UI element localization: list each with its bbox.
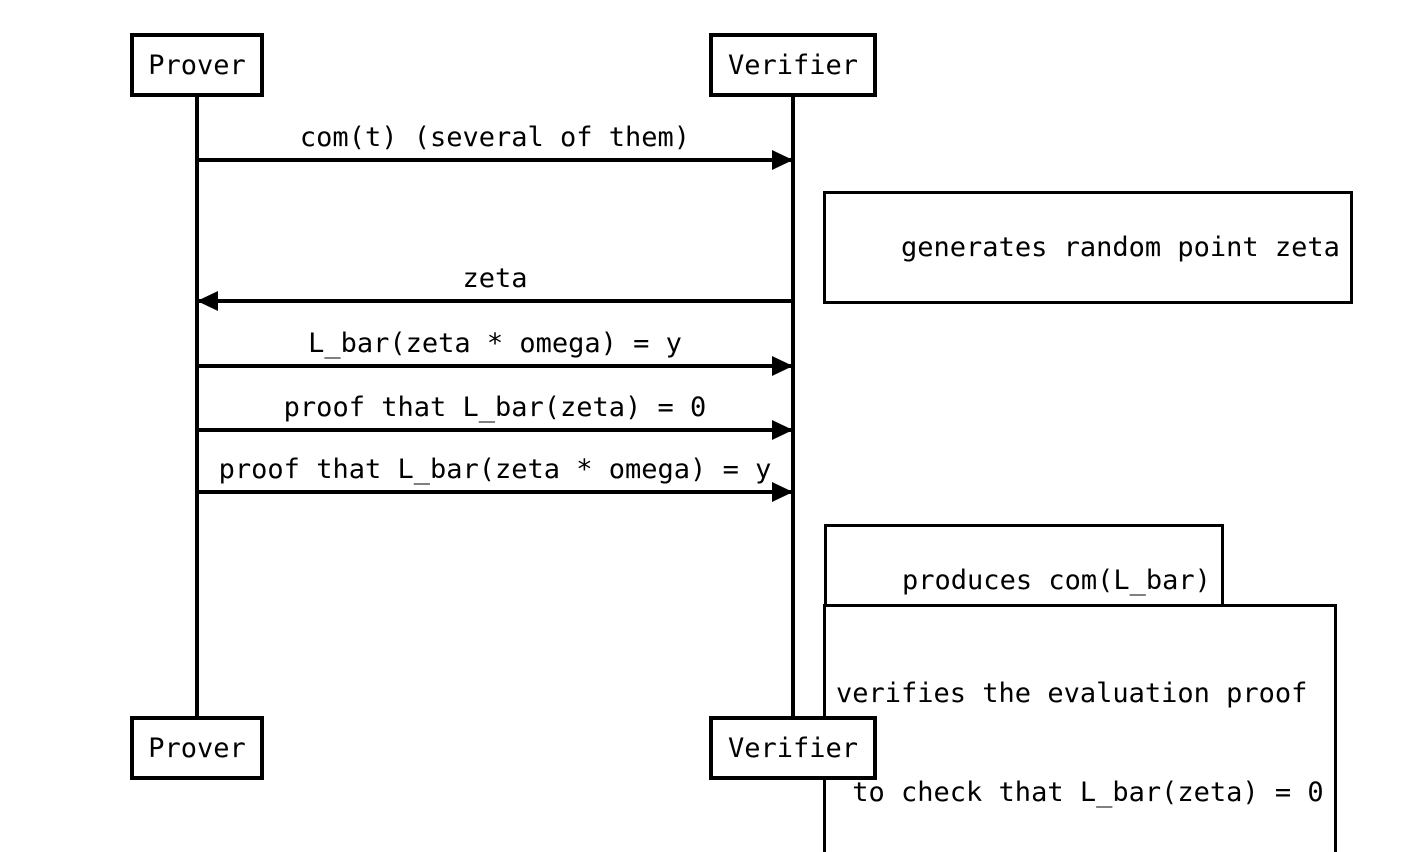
message-lbar-eval: L_bar(zeta * omega) = y <box>197 328 793 376</box>
note-text: produces com(L_bar) <box>902 565 1211 596</box>
message-label: proof that L_bar(zeta) = 0 <box>283 392 707 423</box>
arrowhead-left-icon <box>197 291 218 311</box>
note-text-line-1: verifies the evaluation proof <box>836 678 1308 709</box>
message-arrow-line <box>197 150 793 170</box>
note-verifies-evaluation-proof: verifies the evaluation proof to check t… <box>823 604 1337 852</box>
actor-box-verifier-top: Verifier <box>709 33 877 97</box>
message-arrow-line <box>197 356 793 376</box>
actor-label-verifier-bottom: Verifier <box>727 732 859 764</box>
message-label: com(t) (several of them) <box>299 122 691 153</box>
message-label: zeta <box>462 263 528 294</box>
arrowhead-right-icon <box>772 482 793 502</box>
prover-lifeline <box>195 97 199 716</box>
message-label: proof that L_bar(zeta * omega) = y <box>218 454 772 485</box>
actor-label-prover-bottom: Prover <box>148 732 246 764</box>
actor-label-prover-top: Prover <box>148 49 246 81</box>
arrowhead-right-icon <box>772 150 793 170</box>
message-proof-zeta-zero: proof that L_bar(zeta) = 0 <box>197 392 793 440</box>
verifier-lifeline <box>791 97 795 716</box>
actor-box-prover-top: Prover <box>130 33 264 97</box>
actor-label-verifier-top: Verifier <box>727 49 859 81</box>
actor-box-verifier-bottom: Verifier <box>709 716 877 780</box>
arrowhead-right-icon <box>772 420 793 440</box>
message-zeta: zeta <box>197 263 793 311</box>
note-text-line-2: to check that L_bar(zeta) = 0 <box>836 777 1324 808</box>
message-arrow-line <box>197 482 793 502</box>
message-com-t: com(t) (several of them) <box>197 122 793 170</box>
note-generates-zeta: generates random point zeta <box>823 191 1353 304</box>
message-arrow-line <box>197 291 793 311</box>
message-proof-zeta-omega: proof that L_bar(zeta * omega) = y <box>197 454 793 502</box>
message-arrow-line <box>197 420 793 440</box>
arrowhead-right-icon <box>772 356 793 376</box>
message-label: L_bar(zeta * omega) = y <box>308 328 682 359</box>
note-text: generates random point zeta <box>901 232 1340 263</box>
actor-box-prover-bottom: Prover <box>130 716 264 780</box>
